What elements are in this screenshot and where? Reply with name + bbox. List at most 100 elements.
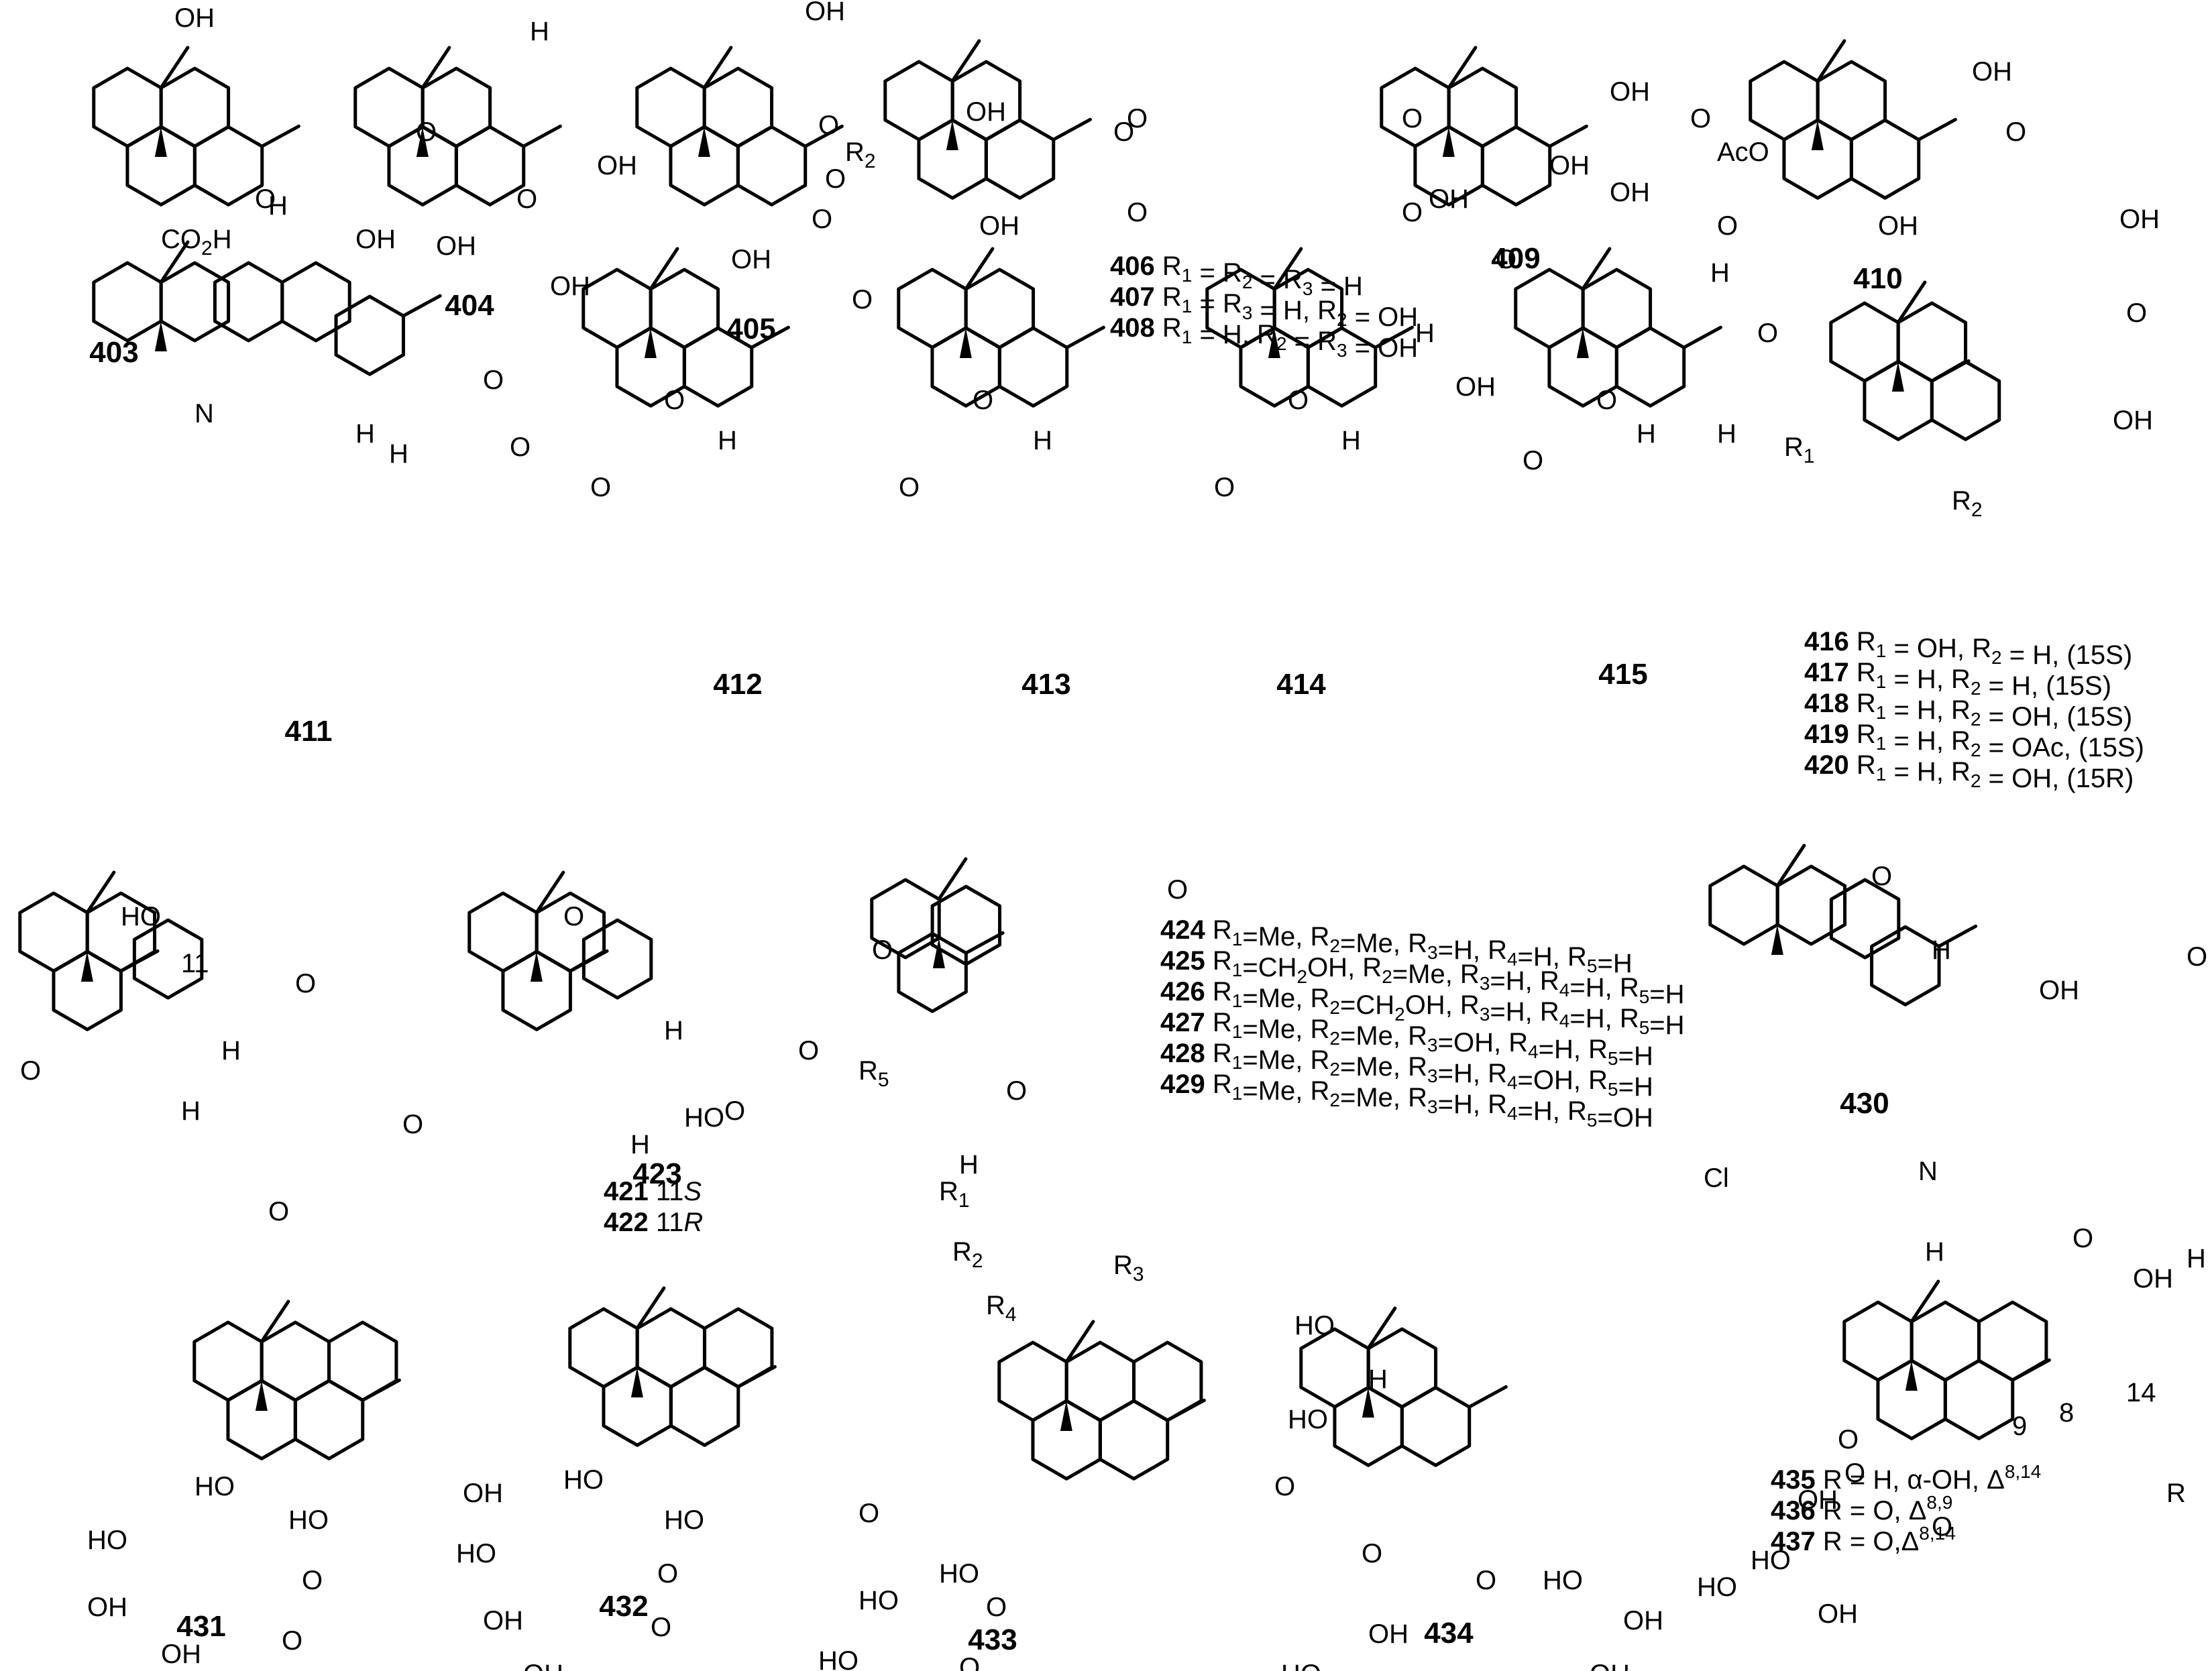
atom-label: AcO	[1717, 137, 1769, 167]
compound-432: HOOHOOOHOOHOH432	[456, 1286, 879, 1671]
wedge-bond	[1811, 120, 1824, 150]
atom-label: O	[657, 1559, 678, 1589]
legend-line: 416 R1 = OH, R2 = H, (15S)	[1804, 627, 2132, 670]
atom-label: HO	[1697, 1572, 1737, 1602]
bond	[260, 124, 300, 148]
atom-label: OH	[1455, 372, 1496, 402]
atom-label: O	[1838, 1425, 1859, 1454]
atom-label: OH	[1590, 1660, 1630, 1671]
atom-label: R2	[952, 1237, 983, 1272]
atom-label: O	[1932, 1512, 1952, 1542]
legend-line: 421 11S	[604, 1177, 702, 1206]
atom-label: O	[563, 902, 584, 931]
bond	[1165, 1398, 1206, 1422]
atom-label: OH	[979, 211, 1019, 241]
atom-label: O	[295, 969, 316, 998]
atom-label: O	[2005, 117, 2026, 147]
atom-label: O	[1476, 1566, 1496, 1595]
compound-number: 430	[1840, 1087, 1889, 1120]
legend-line: 427 R1=Me, R2=Me, R3=OH, R4=H, R5=H	[1160, 1008, 1653, 1071]
atom-label: R1	[939, 1177, 970, 1212]
compound-434: HOHOHOOOHOOHOHHOOHOH434	[1274, 1306, 1663, 1671]
compound-number: 412	[713, 668, 762, 701]
compound-number: 434	[1424, 1617, 1474, 1650]
bond	[1467, 1385, 1508, 1409]
atom-label: H	[1368, 1365, 1388, 1394]
wedge-bond	[416, 127, 429, 157]
atom-label: OH	[966, 97, 1006, 127]
compound-number: 414	[1276, 668, 1326, 701]
atom-label: O	[1214, 473, 1235, 502]
atom-label: O	[1402, 198, 1423, 227]
legend-line: 437 R = O,Δ8,14	[1771, 1523, 1956, 1556]
atom-label: R4	[986, 1291, 1017, 1326]
atom-label: O	[818, 111, 839, 140]
bond	[1681, 325, 1722, 349]
bond	[1051, 117, 1092, 141]
legend-line: 436 R = O, Δ8,9	[1771, 1492, 1952, 1525]
atom-label: OH	[87, 1593, 127, 1622]
wedge-bond	[1442, 127, 1455, 157]
atom-label: OH	[463, 1479, 503, 1508]
compound-406: R1R3R2OHOOH	[845, 0, 1134, 241]
atom-label: OH	[805, 0, 845, 26]
atom-label: O	[1496, 245, 1516, 274]
bond	[1916, 117, 1957, 141]
atom-label: O	[798, 1036, 819, 1065]
ring-bond	[1775, 864, 1847, 946]
ring-bond	[92, 261, 163, 343]
atom-label: HO	[1543, 1566, 1583, 1595]
atom-label: R	[2166, 1479, 2186, 1508]
atom-label: R2	[845, 137, 876, 172]
atom-label: O	[590, 473, 611, 502]
atom-label: O	[959, 1653, 980, 1671]
atom-label: HO	[1751, 1546, 1791, 1575]
bond	[421, 46, 451, 90]
atom-label: Cl	[1704, 1163, 1729, 1193]
bond	[1581, 247, 1612, 291]
bond	[649, 247, 679, 291]
legend-line: 435 R = H, α-OH, Δ8,14	[1771, 1461, 2041, 1495]
wedge-bond	[630, 1367, 643, 1397]
atom-label: 11	[181, 949, 209, 978]
bond	[535, 870, 565, 915]
atom-label: OH	[174, 3, 215, 33]
atom-label: H	[268, 191, 288, 221]
bond	[635, 1286, 666, 1330]
wedge-bond	[644, 328, 657, 358]
ring-bond	[132, 918, 204, 1000]
atom-label: O	[1113, 117, 1134, 147]
atom-label: O	[20, 1056, 41, 1086]
atom-label: O	[282, 1626, 302, 1656]
atom-label: O	[1167, 875, 1188, 905]
atom-label: O	[973, 386, 993, 415]
atom-label: H	[664, 1016, 683, 1045]
ring-bond	[1870, 925, 1941, 1006]
atom-label: H	[355, 419, 375, 449]
wedge-bond	[1771, 925, 1783, 955]
wedge-bond	[1362, 1387, 1374, 1418]
atom-label: H	[1717, 419, 1736, 449]
bond	[937, 857, 968, 901]
atom-label: O	[1288, 386, 1309, 415]
atom-label: CO2H	[161, 225, 232, 260]
atom-label: O	[664, 386, 685, 415]
atom-label: O	[852, 285, 873, 314]
wedge-bond	[255, 1381, 268, 1411]
atom-label: H	[530, 17, 549, 46]
atom-label: H	[1710, 258, 1730, 288]
atom-label: O	[268, 1197, 289, 1226]
atom-label: O	[416, 117, 437, 147]
bond	[1447, 46, 1478, 90]
ring-bond	[582, 918, 653, 1000]
atom-label: H	[718, 426, 737, 455]
legend-line: 418 R1 = H, R2 = OH, (15S)	[1804, 689, 2132, 732]
atom-label: H	[221, 1036, 241, 1065]
